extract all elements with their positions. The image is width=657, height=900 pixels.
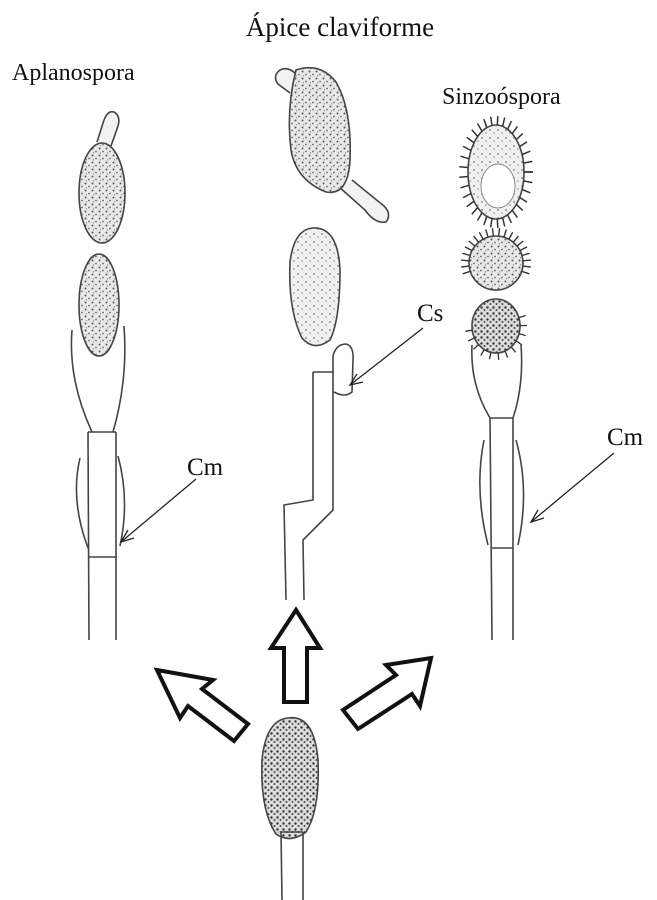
flagellum-spike	[503, 218, 505, 227]
flagellum-spike	[491, 117, 492, 126]
flagellum-spike	[522, 271, 530, 274]
flagellum-spike	[484, 216, 487, 225]
flagellum-spike	[481, 350, 484, 356]
collar-left	[76, 456, 124, 548]
cm-pointer-left	[121, 479, 196, 542]
flagellum-spike	[516, 133, 523, 139]
cs-pointer	[350, 328, 423, 385]
sporangium-wall-right	[472, 345, 522, 418]
flagellum-spike	[461, 185, 470, 188]
flagellum-spike	[478, 124, 483, 132]
flagellum-spike	[512, 210, 517, 217]
collar-right	[480, 440, 524, 545]
flagellum-spike	[516, 204, 523, 210]
cm-pointer-right	[531, 453, 614, 522]
aplanospora-label: Aplanospora	[12, 60, 135, 86]
aplanospore-upper	[79, 143, 125, 243]
cs-label: Cs	[417, 300, 443, 327]
origin-claviform-apex	[262, 718, 318, 839]
cm-label-right: Cm	[607, 424, 644, 451]
flagellum-spike	[463, 146, 471, 150]
title-label: Ápice claviforme	[246, 12, 434, 42]
flagellum-spike	[516, 341, 522, 345]
flagellum-spike	[459, 167, 468, 168]
flagellum-spike	[461, 260, 469, 261]
flagellum-spike	[522, 190, 530, 193]
flagellum-spike	[478, 213, 483, 221]
flagellum-spike	[512, 126, 517, 133]
stalk-right	[490, 418, 513, 640]
aplanospore-lower	[79, 254, 119, 356]
flagellum-spike	[467, 137, 474, 143]
flagellum-spike	[459, 177, 468, 178]
arrow-up	[271, 610, 320, 702]
cm-label-left: Cm	[187, 454, 224, 481]
flagellum-spike	[503, 118, 505, 127]
flagellum-spike	[508, 215, 512, 223]
flagellum-spike	[465, 247, 472, 251]
flagellum-spike	[467, 201, 474, 207]
flagellum-spike	[486, 230, 488, 238]
flagellum-spike	[461, 266, 469, 267]
flagellum-spike	[472, 130, 478, 137]
flagellum-spike	[461, 156, 470, 159]
claviform-spore-released	[290, 228, 340, 346]
flagellum-spike	[479, 232, 483, 239]
flagellum-spike	[523, 260, 531, 261]
flagellum-spike	[524, 181, 533, 183]
flagellum-spike	[491, 219, 492, 228]
stalk-left	[88, 432, 117, 640]
flagellum-spike	[484, 119, 487, 128]
origin-group	[262, 718, 318, 900]
flagellum-spike	[489, 352, 491, 359]
aplanospora-group	[71, 112, 125, 640]
synzoospore-lower	[472, 299, 520, 353]
sinzoospora-label: Sinzoóspora	[442, 84, 561, 110]
claviform-spore-germinating	[289, 68, 350, 193]
flagellum-spike	[462, 253, 470, 255]
flagellum-spike	[519, 334, 526, 336]
flagellum-spike	[513, 236, 518, 242]
sinzoospora-group	[459, 116, 533, 640]
flagellum-spike	[504, 230, 506, 238]
hypha-middle	[284, 372, 333, 600]
flagellum-spike	[498, 353, 499, 360]
flagellum-spike	[519, 316, 526, 318]
origin-stalk	[281, 832, 303, 900]
flagellum-spike	[493, 228, 494, 236]
flagellum-spike	[524, 161, 533, 163]
flagellum-spike	[468, 338, 474, 341]
germ-tube-side	[338, 180, 389, 222]
flagellum-spike	[517, 241, 523, 246]
synzoospore-upper-vacuole	[481, 164, 515, 208]
flagellum-spike	[522, 151, 530, 154]
claviform-group	[275, 68, 388, 600]
flagellum-spike	[511, 347, 515, 352]
synzoospore-middle	[469, 236, 523, 290]
flagellum-spike	[474, 345, 479, 350]
flagellum-spike	[497, 116, 498, 125]
germ-tube-left	[97, 112, 119, 146]
flagellum-spike	[505, 351, 508, 358]
flagellum-spike	[520, 247, 527, 251]
flagellum-spike	[463, 271, 471, 274]
arrow-up-right	[343, 658, 431, 729]
flagellum-spike	[508, 121, 512, 129]
flagellum-spike	[469, 241, 475, 246]
flagellum-spike	[523, 266, 531, 267]
flagellum-spike	[472, 208, 478, 215]
arrow-up-left	[157, 670, 248, 741]
cs-bulge	[333, 344, 353, 395]
flagellum-spike	[520, 142, 528, 147]
flagellum-spike	[509, 232, 513, 239]
flagellum-spike	[465, 330, 472, 331]
flagellum-spike	[522, 253, 530, 255]
flagellum-spike	[463, 194, 471, 198]
flagellum-spike	[499, 228, 500, 236]
flagellum-spike	[474, 236, 479, 242]
flagellum-spike	[497, 219, 498, 228]
flagellum-spike	[520, 197, 528, 202]
